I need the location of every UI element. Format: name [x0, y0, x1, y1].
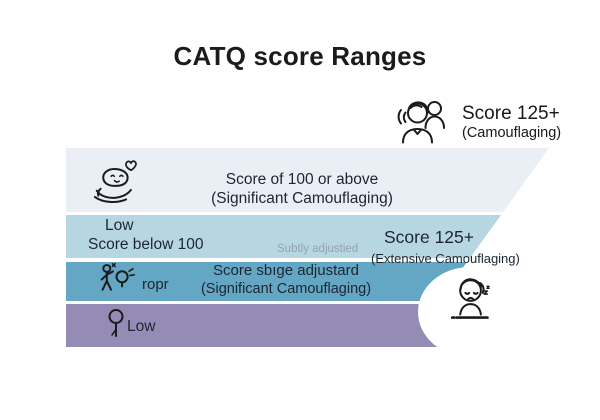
band1-line2: (Significant Camouflaging): [211, 190, 393, 207]
band1-text: Score of 100 or above (Significant Camou…: [170, 170, 434, 208]
care-hand-icon: [86, 157, 146, 209]
legend-score-sublabel: (Camouflaging): [462, 125, 562, 141]
band-significant-camouflaging: [66, 148, 549, 212]
band3-text: Score sbıge adjustard (Significant Camou…: [175, 261, 397, 299]
page-title: CATQ score Ranges: [173, 41, 427, 71]
band2-right-sublabel: (Extensive Camouflaging): [371, 251, 520, 266]
tired-person-icon: [448, 274, 495, 324]
person-lightbulb-icon: [99, 262, 147, 299]
band2-note: Subtly adjustied: [277, 243, 359, 255]
band3-line1: Score sbıge adjustard: [213, 262, 359, 279]
band1-line1: Score of 100 or above: [225, 171, 379, 188]
score-band-stack: [66, 148, 558, 347]
band3-icon-label: ropr: [142, 276, 169, 293]
band2-score-label: Score below 100: [88, 235, 204, 253]
band2-low-label: Low: [105, 217, 134, 234]
band2-left-text: Low Score below 100: [88, 217, 203, 254]
band-low-below-100: [66, 215, 501, 258]
band-low: [66, 304, 447, 347]
cutout-circle: [418, 267, 522, 357]
band2-right-score: Score 125+: [384, 227, 474, 247]
camouflaging-people-icon: [394, 95, 450, 147]
band3-line2: (Significant Camouflaging): [200, 281, 372, 297]
legend-score-text: Score 125+: [462, 103, 560, 124]
person-outline-icon: [106, 308, 128, 340]
band4-low-label: Low: [127, 318, 156, 335]
